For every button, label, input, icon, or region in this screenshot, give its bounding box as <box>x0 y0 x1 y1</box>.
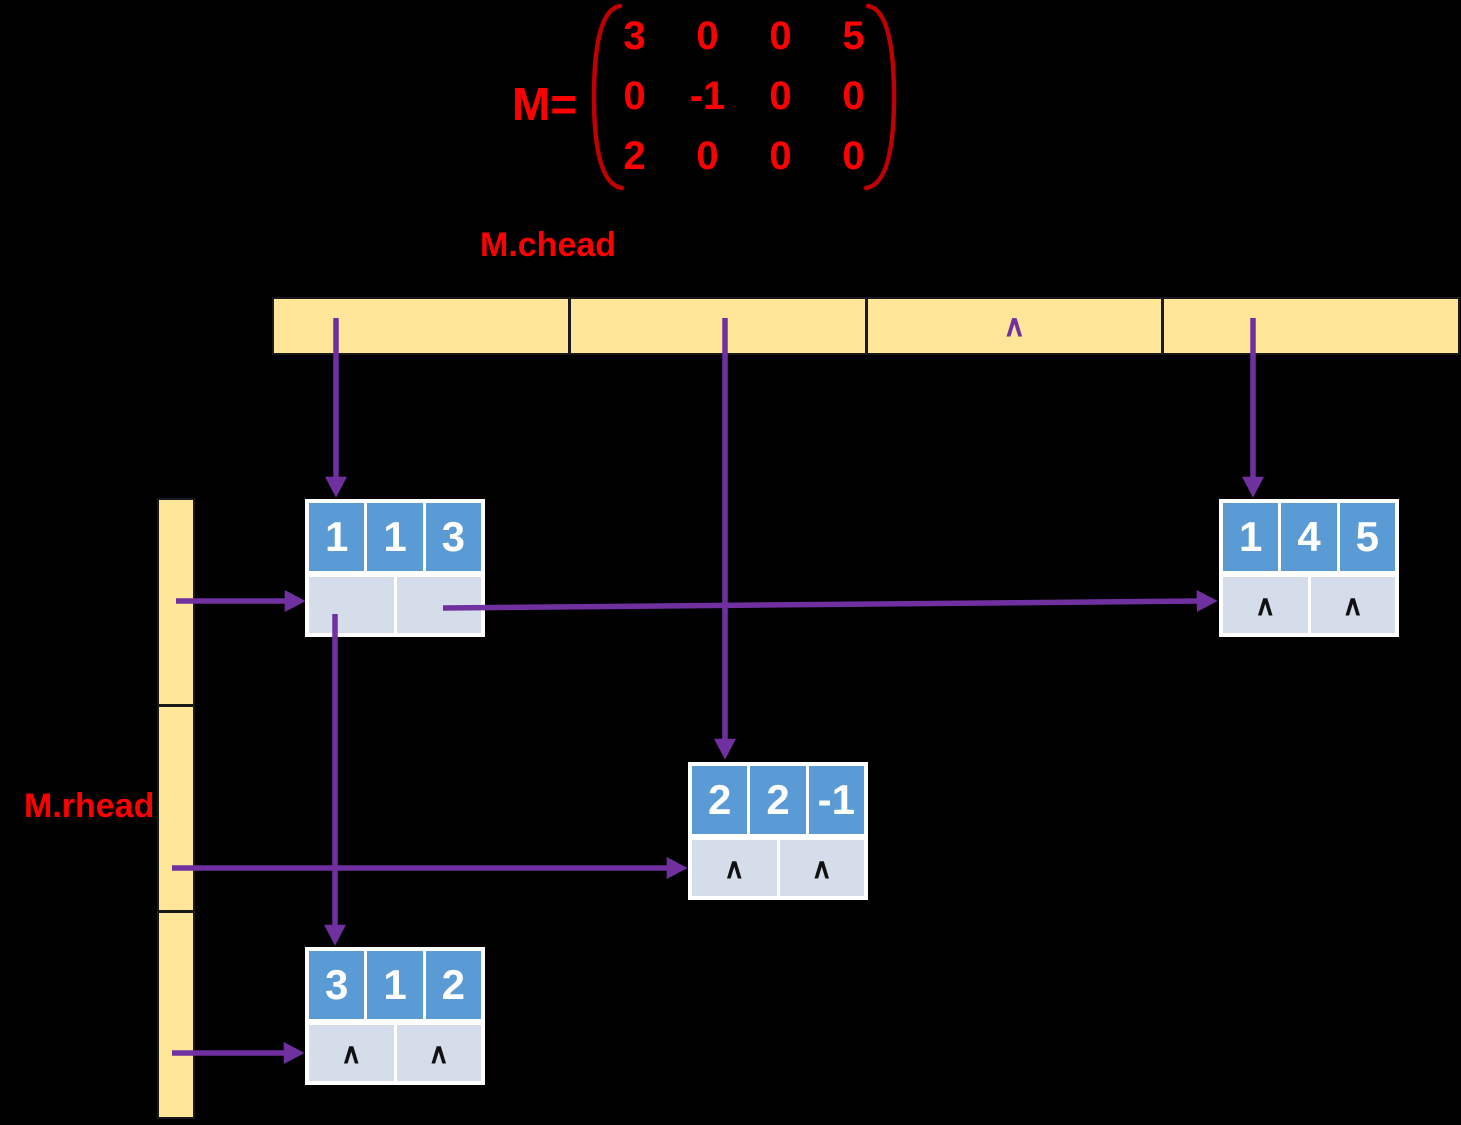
arrow-node-1-1-right-to-node-1-4 <box>442 590 1218 613</box>
node-elem-value: 5 <box>1339 503 1395 571</box>
node-right-pointer-null: ∧ <box>779 840 864 896</box>
node-down-pointer-null: ∧ <box>309 1025 394 1081</box>
node-right-pointer <box>396 577 481 633</box>
rhead-cell-2 <box>159 707 193 914</box>
chead-cell-1 <box>274 299 571 353</box>
node-right-pointer-null: ∧ <box>1310 577 1395 633</box>
matrix-cell: -1 <box>689 73 726 118</box>
rhead-label: M.rhead <box>24 787 155 825</box>
node-down-pointer-null: ∧ <box>1223 577 1308 633</box>
chead-label: M.chead <box>480 226 617 264</box>
node-1-1-3: 1 1 3 <box>305 499 485 637</box>
matrix-cell: 2 <box>623 133 646 178</box>
rhead-cell-1 <box>159 500 193 707</box>
matrix-cell: 0 <box>696 13 719 58</box>
node-1-4-5: 1 4 5 ∧ ∧ <box>1219 499 1399 637</box>
node-row-value: 2 <box>692 766 748 834</box>
node-row-value: 1 <box>309 503 365 571</box>
matrix-cell: 0 <box>623 73 646 118</box>
matrix-cell: 0 <box>769 133 792 178</box>
node-2-2-neg1: 2 2 -1 ∧ ∧ <box>688 762 868 900</box>
rhead-cell-3 <box>159 913 193 1117</box>
chead-array: ∧ <box>272 297 1460 355</box>
matrix-cell: 0 <box>842 133 865 178</box>
node-down-pointer <box>309 577 394 633</box>
node-col-value: 2 <box>750 766 806 834</box>
node-3-1-2: 3 1 2 ∧ ∧ <box>305 947 485 1085</box>
node-col-value: 4 <box>1281 503 1337 571</box>
node-row-value: 3 <box>309 951 365 1019</box>
chead-cell-4 <box>1164 299 1458 353</box>
chead-cell-3-null-caret: ∧ <box>868 299 1165 353</box>
node-row-value: 1 <box>1223 503 1279 571</box>
node-right-pointer-null: ∧ <box>396 1025 481 1081</box>
chead-cell-2 <box>571 299 868 353</box>
rhead-array <box>157 498 195 1119</box>
node-elem-value: -1 <box>808 766 864 834</box>
matrix-cell: 3 <box>623 13 646 58</box>
matrix-values: 3 0 0 5 0 -1 0 0 2 0 0 0 <box>598 6 890 186</box>
node-elem-value: 2 <box>425 951 481 1019</box>
node-col-value: 1 <box>367 503 423 571</box>
node-elem-value: 3 <box>425 503 481 571</box>
node-down-pointer-null: ∧ <box>692 840 777 896</box>
matrix-cell: 0 <box>842 73 865 118</box>
matrix-cell: 0 <box>769 13 792 58</box>
matrix-label: M= <box>512 78 578 130</box>
node-col-value: 1 <box>367 951 423 1019</box>
matrix-cell: 0 <box>696 133 719 178</box>
matrix-cell: 0 <box>769 73 792 118</box>
matrix-cell: 5 <box>842 13 865 58</box>
